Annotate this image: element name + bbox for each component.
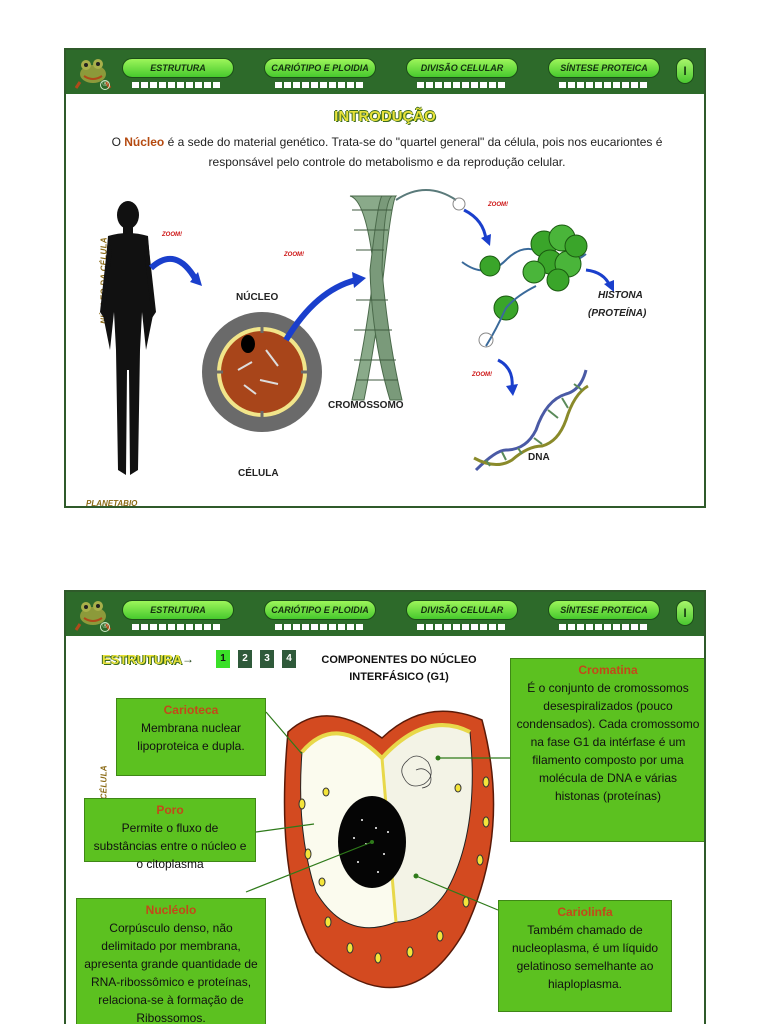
cell-illustration: [202, 312, 322, 432]
intro-text-rest: é a sede do material genético. Trata-se …: [164, 135, 663, 169]
intro-text-start: O: [111, 135, 125, 149]
top-navbar: ® ESTRUTURA CARIÓTIPO E PLOIDIA DIVISÃO …: [66, 50, 704, 94]
registered-mark: ®: [100, 622, 110, 632]
components-title-line1: COMPONENTES DO NÚCLEO: [321, 654, 477, 666]
box-poro-text: Permite o fluxo de substâncias entre o n…: [93, 821, 247, 871]
slide-introducao: ® ESTRUTURA CARIÓTIPO E PLOIDIA DIVISÃO …: [64, 48, 706, 508]
page-1-button[interactable]: 1: [216, 650, 230, 668]
box-cariolinfa-title: Cariolinfa: [557, 905, 613, 919]
label-proteina: (PROTEÍNA): [588, 308, 647, 319]
nav-estrutura-button[interactable]: ESTRUTURA: [122, 58, 234, 78]
nav-cariotipo-progress: [275, 82, 365, 88]
zoom-arrow-2: [283, 277, 357, 342]
nav-cariotipo-button[interactable]: CARIÓTIPO E PLOIDIA: [264, 600, 376, 620]
section-arrow-icon: →: [182, 652, 194, 666]
components-title: COMPONENTES DO NÚCLEO INTERFÁSICO (G1): [314, 652, 484, 686]
info-button[interactable]: I: [676, 58, 694, 84]
dna-helix-illustration: [473, 369, 589, 472]
zoom-label-4: ZOOM!: [472, 372, 492, 378]
box-poro-title: Poro: [156, 803, 184, 817]
human-silhouette-icon: [100, 201, 156, 475]
top-navbar-2: ® ESTRUTURA CARIÓTIPO E PLOIDIA DIVISÃO …: [66, 592, 704, 636]
label-dna: DNA: [528, 452, 550, 463]
nav-estrutura-button[interactable]: ESTRUTURA: [122, 600, 234, 620]
page-2-button[interactable]: 2: [238, 650, 252, 668]
box-nucleolo: Nucléolo Corpúsculo denso, não delimitad…: [76, 898, 266, 1024]
box-cromatina-title: Cromatina: [578, 663, 638, 677]
nav-sintese-button[interactable]: SÍNTESE PROTEICA: [548, 58, 660, 78]
label-histona: HISTONA: [598, 290, 643, 301]
registered-mark: ®: [100, 80, 110, 90]
nav-cariotipo-progress: [275, 624, 365, 630]
page-4-button[interactable]: 4: [282, 650, 296, 668]
nav-sintese-button[interactable]: SÍNTESE PROTEICA: [548, 600, 660, 620]
nav-cariotipo-button[interactable]: CARIÓTIPO E PLOIDIA: [264, 58, 376, 78]
info-button[interactable]: I: [676, 600, 694, 626]
zoom-arrow-4: [497, 358, 514, 389]
box-carioteca-text: Membrana nuclear lipoproteica e dupla.: [137, 721, 245, 753]
nav-divisao-button[interactable]: DIVISÃO CELULAR: [406, 600, 518, 620]
nucleus-zoom-diagram: [100, 189, 614, 475]
label-nucleo: NÚCLEO: [236, 292, 279, 303]
box-carioteca-title: Carioteca: [163, 703, 219, 717]
nav-sintese-progress: [559, 624, 649, 630]
section-title: ESTRUTURA: [102, 652, 183, 667]
zoom-label-3: ZOOM!: [488, 202, 508, 208]
box-cromatina: Cromatina É o conjunto de cromossomos de…: [510, 658, 704, 842]
box-cariolinfa-text: Também chamado de nucleoplasma, é um líq…: [511, 923, 659, 991]
intro-text: O Núcleo é a sede do material genético. …: [96, 132, 678, 172]
zoom-arrow-3: [463, 208, 488, 241]
box-nucleolo-text: Corpúsculo denso, não delimitado por mem…: [84, 921, 258, 1024]
zoom-label-1: ZOOM!: [162, 232, 182, 238]
nav-divisao-button[interactable]: DIVISÃO CELULAR: [406, 58, 518, 78]
zoom-arrow-1: [148, 256, 199, 282]
planetabio-footer: PLANETABIO: [86, 499, 138, 508]
label-cromossomo: CROMOSSOMO: [328, 400, 404, 411]
box-poro: Poro Permite o fluxo de substâncias entr…: [84, 798, 256, 871]
intro-title: INTRODUÇÃO: [334, 108, 436, 125]
box-cariolinfa: Cariolinfa Também chamado de nucleoplasm…: [498, 900, 672, 1012]
nav-estrutura-progress: [132, 624, 222, 630]
nav-divisao-progress: [417, 82, 507, 88]
zoom-label-2: ZOOM!: [284, 252, 304, 258]
nucleus-cutaway-diagram: [245, 710, 510, 989]
box-carioteca: Carioteca Membrana nuclear lipoproteica …: [116, 698, 266, 776]
nav-divisao-progress: [417, 624, 507, 630]
intro-text-highlight: Núcleo: [124, 135, 165, 149]
slide-estrutura: ® ESTRUTURA CARIÓTIPO E PLOIDIA DIVISÃO …: [64, 590, 706, 1024]
page-3-button[interactable]: 3: [260, 650, 274, 668]
label-celula: CÉLULA: [238, 468, 279, 479]
chromosome-illustration: [349, 195, 403, 401]
components-title-line2: INTERFÁSICO (G1): [349, 671, 449, 683]
nav-sintese-progress: [559, 82, 649, 88]
box-nucleolo-title: Nucléolo: [145, 903, 197, 917]
nav-estrutura-progress: [132, 82, 222, 88]
histone-cluster-illustration: [461, 224, 588, 347]
box-cromatina-text: É o conjunto de cromossomos desespiraliz…: [516, 681, 700, 803]
